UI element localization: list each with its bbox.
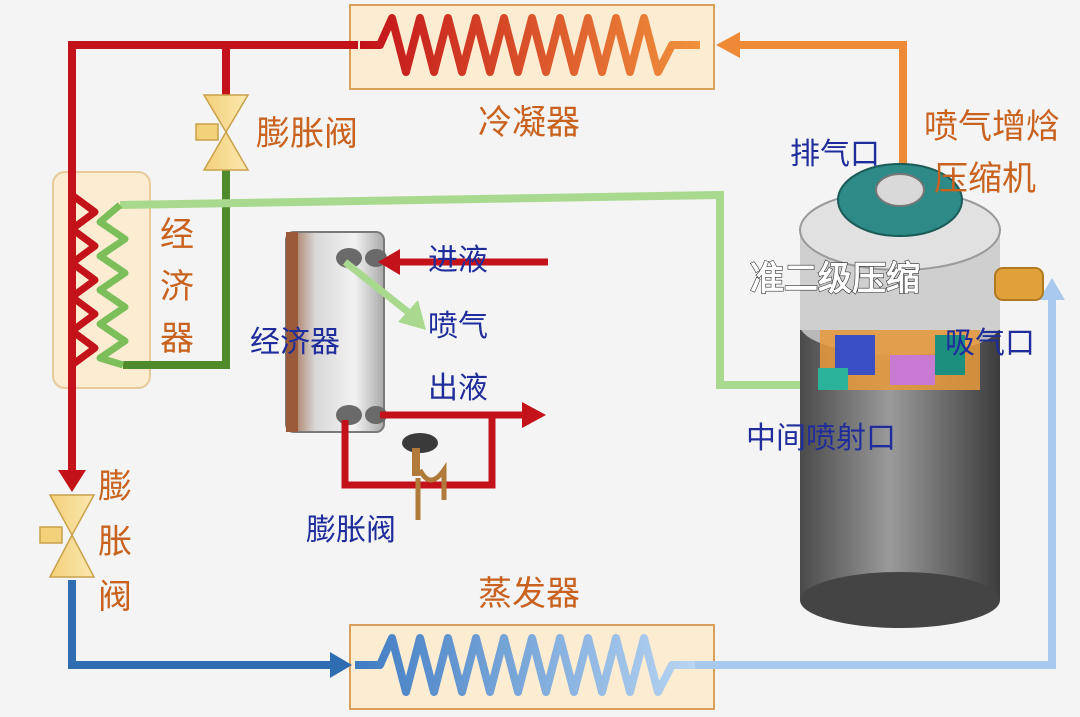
liquid-out-label: 出液	[428, 371, 488, 406]
intermediate-injection-label: 中间喷射口	[746, 421, 896, 456]
evaporator-coil	[355, 634, 695, 696]
liquid-in-label: 进液	[428, 243, 488, 278]
discharge-port-label: 排气口	[790, 137, 880, 172]
plate-exchanger-label: 经济器	[250, 325, 340, 360]
compressor-title-line-1: 喷气增焓	[924, 107, 1060, 147]
economizer-label-3: 器	[160, 319, 194, 359]
arrow-discharge	[716, 32, 740, 58]
evaporator-label: 蒸发器	[478, 574, 580, 614]
condenser-coil	[360, 14, 700, 76]
compressor	[799, 163, 1044, 628]
pipe-discharge	[740, 41, 907, 180]
economizer-coil-green	[96, 202, 129, 369]
expansion-valve-left-label-1: 膨	[98, 467, 132, 507]
expansion-valve-left-label-3: 阀	[98, 577, 132, 617]
pipe-green-dark	[123, 170, 230, 369]
pipe-vapor-out	[342, 259, 411, 315]
condenser-label: 冷凝器	[478, 103, 580, 143]
vapor-injection-label: 喷气	[428, 309, 488, 344]
arrow-liquid-out	[522, 402, 546, 428]
economizer-coil-red	[68, 192, 99, 368]
economizer-label-1: 经	[160, 215, 194, 255]
expansion-valve-top-icon	[195, 94, 250, 171]
small-expansion-valve-label: 膨胀阀	[306, 513, 396, 548]
compressor-title-line-2: 压缩机	[934, 159, 1036, 199]
pipe-cold-left	[68, 580, 330, 669]
pipe-green-light	[119, 190, 800, 389]
small-expansion-valve-icon	[402, 433, 447, 520]
expansion-valve-left-label-2: 胀	[98, 522, 132, 562]
arrow-liquid-in	[378, 249, 400, 275]
economizer-label-2: 济	[160, 267, 194, 307]
suction-port-label: 吸气口	[945, 326, 1035, 361]
expansion-valve-left-icon	[39, 494, 96, 578]
arrow-cold-right	[330, 652, 352, 678]
pipe-suction	[690, 300, 1056, 669]
arrow-suction-up	[1039, 278, 1065, 300]
quasi-two-stage-label: 准二级压缩	[750, 259, 920, 299]
arrow-vapor-out	[398, 300, 426, 330]
plate-heat-exchanger	[285, 231, 387, 433]
arrow-hot-down	[58, 470, 86, 492]
expansion-valve-top-label: 膨胀阀	[256, 114, 358, 154]
